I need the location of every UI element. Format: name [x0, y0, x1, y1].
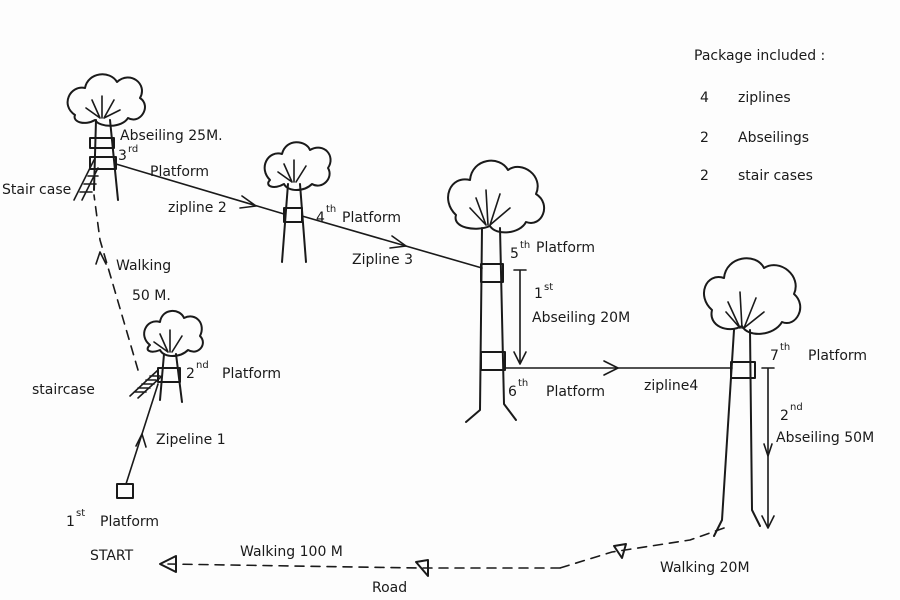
platform-6-word: Platform: [546, 384, 605, 400]
platform-2-sup: nd: [196, 360, 209, 371]
walking-20m-path: [559, 527, 725, 569]
abseiling-1-arrow: [513, 269, 527, 365]
zipline-3-line: [301, 215, 483, 269]
platform-1-num: 1: [66, 514, 75, 530]
walking-20m-label: Walking 20M: [660, 560, 750, 576]
tree-3rd-platform: [66, 73, 146, 201]
platform-1-sup: st: [76, 508, 85, 519]
legend-count-staircases: 2: [700, 168, 709, 184]
abseiling-2-sup: nd: [790, 402, 803, 413]
platform-3-num: 3: [118, 148, 127, 164]
platform-7-num: 7: [770, 348, 779, 364]
staircase-top-label: Stair case: [2, 182, 71, 198]
tree-2nd-platform: [143, 310, 204, 403]
tree-5th-6th-platform: [447, 159, 546, 423]
platform-3-sup: rd: [128, 144, 138, 155]
zipline-3-arrow: [389, 235, 407, 249]
legend-text-abseilings: Abseilings: [738, 130, 809, 146]
platform-5-num: 5: [510, 246, 519, 262]
road-label: Road: [372, 580, 407, 596]
platform-6-sup: th: [518, 378, 528, 389]
abseiling-25m-label: Abseiling 25M.: [120, 128, 223, 144]
package-legend: Package included : 4 ziplines 2 Abseilin…: [694, 48, 825, 184]
platform-7-word: Platform: [808, 348, 867, 364]
abseiling-1-text: Abseiling 20M: [532, 310, 630, 326]
platform-7-sup: th: [780, 342, 790, 353]
zipline-4-label: zipline4: [644, 378, 698, 394]
abseiling-2-text: Abseiling 50M: [776, 430, 874, 446]
legend-text-staircases: stair cases: [738, 168, 813, 184]
walking-50m-dist: 50 M.: [132, 288, 171, 304]
platform-1-box: [116, 483, 134, 499]
staircase-lower: [129, 369, 163, 399]
legend-count-abseilings: 2: [700, 130, 709, 146]
walking-20m-arrowhead: [613, 543, 627, 559]
staircase-top: [73, 159, 99, 201]
start-label: START: [90, 548, 134, 564]
walking-50m-word: Walking: [116, 258, 171, 274]
abseiling-1-sup: st: [544, 282, 553, 293]
zipline-3-label: Zipline 3: [352, 252, 413, 268]
legend-text-ziplines: ziplines: [738, 90, 791, 106]
zipline-1-arrow: [135, 433, 147, 448]
tree-7th-platform: [703, 257, 802, 537]
platform-6-num: 6: [508, 384, 517, 400]
abseiling-2-num: 2: [780, 408, 789, 424]
tree-4th-platform: [263, 141, 332, 263]
zipline-1-label: Zipeline 1: [156, 432, 226, 448]
platform-3-word: Platform: [150, 164, 209, 180]
zipline-4-arrow: [603, 360, 619, 376]
abseiling-1-num: 1: [534, 286, 543, 302]
platform-2-word: Platform: [222, 366, 281, 382]
road-arrowhead: [415, 559, 429, 577]
abseiling-2-arrow: [761, 367, 775, 529]
platform-5-word: Platform: [536, 240, 595, 256]
zipline-2-label: zipline 2: [168, 200, 227, 216]
platform-4-word: Platform: [342, 210, 401, 226]
abseiling-2-mid-arrow: [763, 443, 773, 457]
platform-4-sup: th: [326, 204, 336, 215]
legend-title: Package included :: [694, 48, 825, 64]
legend-count-ziplines: 4: [700, 90, 709, 106]
walking-50m-arrow: [95, 251, 107, 265]
platform-5-sup: th: [520, 240, 530, 251]
start-arrowhead: [159, 555, 177, 573]
walking-100m-path: [167, 563, 561, 569]
zipline-2-arrow: [239, 195, 257, 209]
platform-1-word: Platform: [100, 514, 159, 530]
platform-4-num: 4: [316, 210, 325, 226]
staircase-lower-label: staircase: [32, 382, 95, 398]
walking-50m-path: [93, 194, 139, 371]
platform-2-num: 2: [186, 366, 195, 382]
walking-100m-label: Walking 100 M: [240, 544, 343, 560]
